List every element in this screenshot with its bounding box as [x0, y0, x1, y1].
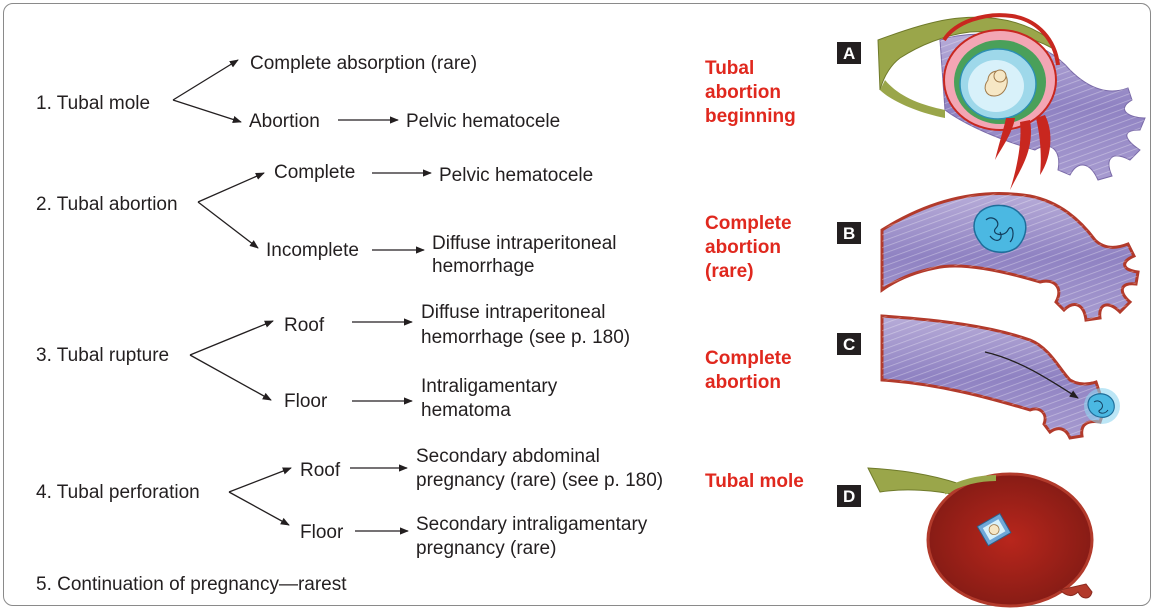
result-label: Diffuse intraperitoneal [432, 233, 616, 254]
outcome-label: Floor [300, 522, 344, 543]
item-title: 2. Tubal abortion [36, 194, 178, 215]
outcome-label: Floor [284, 391, 328, 412]
caption-line: Complete [705, 213, 792, 234]
item-title: 1. Tubal mole [36, 93, 150, 114]
branch-arrow-lower [173, 100, 241, 122]
branch-arrow-upper [198, 173, 264, 202]
caption-line: Tubal mole [705, 471, 804, 492]
item-3-tubal-rupture: 3. Tubal rupture Roof Diffuse intraperit… [36, 302, 630, 421]
caption-b: Complete abortion (rare) [705, 213, 792, 282]
caption-line: beginning [705, 106, 796, 127]
panel-b-illustration [882, 194, 1138, 320]
panel-a-illustration [878, 15, 1145, 190]
branch-arrow-upper [173, 60, 238, 100]
result-label: Pelvic hematocele [406, 111, 560, 132]
caption-line: abortion [705, 82, 781, 103]
branch-arrow-upper [190, 321, 273, 355]
panel-label-text: A [843, 44, 855, 63]
caption-a: Tubal abortion beginning [705, 58, 796, 127]
caption-line: abortion [705, 237, 781, 258]
item-title: 4. Tubal perforation [36, 482, 200, 503]
result-label: Pelvic hematocele [439, 165, 593, 186]
caption-d: Tubal mole [705, 471, 804, 492]
panel-c-illustration [882, 316, 1120, 438]
item-5-continuation: 5. Continuation of pregnancy—rarest [36, 574, 347, 595]
result-label: hemorrhage [432, 256, 534, 277]
panel-label-c: C [837, 333, 861, 355]
result-label: hematoma [421, 400, 511, 421]
outcome-label: Complete [274, 162, 355, 183]
panel-label-a: A [837, 42, 861, 64]
item-1-tubal-mole: 1. Tubal mole Complete absorption (rare)… [36, 53, 560, 132]
result-label: pregnancy (rare) [416, 538, 556, 559]
outcome-label: Roof [300, 460, 341, 481]
item-4-tubal-perforation: 4. Tubal perforation Roof Secondary abdo… [36, 446, 663, 559]
item-title: 3. Tubal rupture [36, 345, 169, 366]
panel-label-d: D [837, 485, 861, 507]
outcome-label: Roof [284, 315, 325, 336]
caption-line: (rare) [705, 261, 754, 282]
branch-arrow-upper [229, 468, 291, 492]
result-label: Secondary intraligamentary [416, 514, 648, 535]
caption-line: Tubal [705, 58, 754, 79]
branch-arrow-lower [190, 355, 271, 400]
caption-line: Complete [705, 348, 792, 369]
panel-d-illustration [868, 468, 1092, 606]
result-label: Intraligamentary [421, 376, 558, 397]
panel-label-text: C [843, 335, 855, 354]
panel-label-text: B [843, 224, 855, 243]
panel-label-b: B [837, 222, 861, 244]
branch-arrow-lower [229, 492, 289, 525]
caption-c: Complete abortion [705, 348, 792, 393]
result-label: pregnancy (rare) (see p. 180) [416, 470, 663, 491]
outcome-label: Abortion [249, 111, 320, 132]
item-2-tubal-abortion: 2. Tubal abortion Complete Pelvic hemato… [36, 162, 616, 277]
result-label: Secondary abdominal [416, 446, 600, 467]
branch-arrow-lower [198, 202, 258, 248]
panel-label-text: D [843, 487, 855, 506]
result-label: hemorrhage (see p. 180) [421, 327, 630, 348]
caption-line: abortion [705, 372, 781, 393]
outcome-label: Incomplete [266, 240, 359, 261]
result-label: Diffuse intraperitoneal [421, 302, 605, 323]
outcome-label: Complete absorption (rare) [250, 53, 477, 74]
